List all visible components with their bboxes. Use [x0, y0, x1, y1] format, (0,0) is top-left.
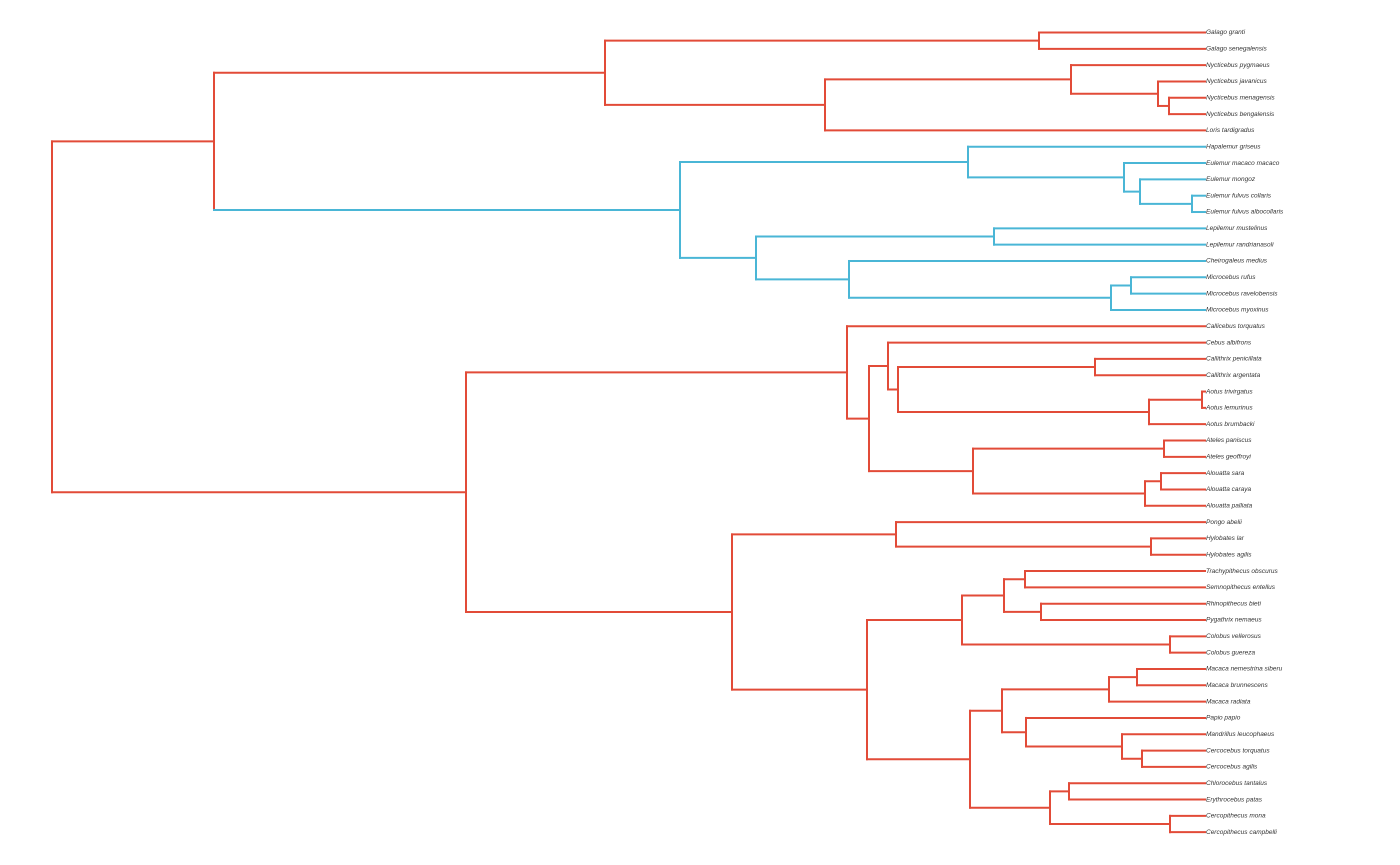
tip-label: Alouatta caraya — [1205, 486, 1252, 493]
tip-label: Colobus vellerosus — [1206, 633, 1262, 640]
tip-label: Pongo abelii — [1206, 519, 1242, 526]
tip-label: Callicebus torquatus — [1206, 323, 1266, 330]
tip-label: Cercopithecus campbelli — [1206, 829, 1277, 836]
tip-label: Cheirogaleus medius — [1206, 258, 1268, 265]
tip-label: Cercopithecus mona — [1206, 813, 1266, 820]
tip-label: Ateles paniscus — [1205, 437, 1252, 444]
tip-label: Cercocebus agilis — [1206, 764, 1258, 771]
tip-label: Cebus albifrons — [1206, 339, 1252, 346]
tip-label: Papio papio — [1206, 715, 1241, 722]
tip-label: Lepilemur mustelinus — [1206, 225, 1268, 232]
tip-label: Microcebus rufus — [1206, 274, 1256, 281]
tip-label: Chlorocebus tantalus — [1206, 780, 1268, 787]
tip-label: Aotus lemurinus — [1205, 405, 1253, 412]
tip-label: Eulemur macaco macaco — [1206, 160, 1280, 167]
tip-label: Nycticebus pygmaeus — [1206, 62, 1270, 69]
tip-label: Aotus brumbacki — [1205, 421, 1255, 428]
tip-label: Eulemur mongoz — [1206, 176, 1256, 183]
tip-label: Eulemur fulvus collaris — [1206, 192, 1272, 199]
tip-label: Loris tardigradus — [1206, 127, 1255, 134]
tip-label: Trachypithecus obscurus — [1206, 568, 1279, 575]
tip-label: Ateles geoffroyi — [1205, 454, 1251, 461]
tip-label: Hylobates lar — [1206, 535, 1245, 542]
tip-label: Hylobates agilis — [1206, 551, 1252, 558]
tip-label: Aotus trivirgatus — [1205, 388, 1253, 395]
tip-label: Eulemur fulvus albocollaris — [1206, 209, 1284, 216]
tip-label: Alouatta sara — [1205, 470, 1245, 477]
tip-label: Macaca nemestrina siberu — [1206, 666, 1283, 673]
tip-label: Erythrocebus patas — [1206, 796, 1263, 803]
tip-label: Galago granti — [1206, 29, 1246, 36]
tip-label: Microcebus ravelobensis — [1206, 290, 1278, 297]
tip-label: Callithrix penicillata — [1206, 356, 1262, 363]
tip-label: Cercocebus torquatus — [1206, 747, 1270, 754]
tip-label: Macaca radiata — [1206, 698, 1251, 705]
tip-label: Callithrix argentata — [1206, 372, 1261, 379]
tip-label: Mandrillus leucophaeus — [1206, 731, 1275, 738]
tree-branches — [51, 31, 1206, 834]
tip-label: Nycticebus javanicus — [1206, 78, 1267, 85]
tip-label: Semnopithecus entellus — [1206, 584, 1276, 591]
tip-label: Nycticebus menagensis — [1206, 94, 1275, 101]
tip-label: Galago senegalensis — [1206, 46, 1267, 53]
tip-label: Microcebus myoxinus — [1206, 307, 1269, 314]
tip-label: Pygathrix nemaeus — [1206, 617, 1262, 624]
tip-label: Colobus guereza — [1206, 649, 1256, 656]
tip-label: Nycticebus bengalensis — [1206, 111, 1275, 118]
tip-label: Macaca brunnescens — [1206, 682, 1269, 689]
tip-label: Alouatta palliata — [1205, 502, 1253, 509]
tip-label: Lepilemur randrianasoli — [1206, 241, 1274, 248]
tip-label: Rhinopithecus bieti — [1206, 600, 1261, 607]
tip-label: Hapalemur griseus — [1206, 143, 1261, 150]
